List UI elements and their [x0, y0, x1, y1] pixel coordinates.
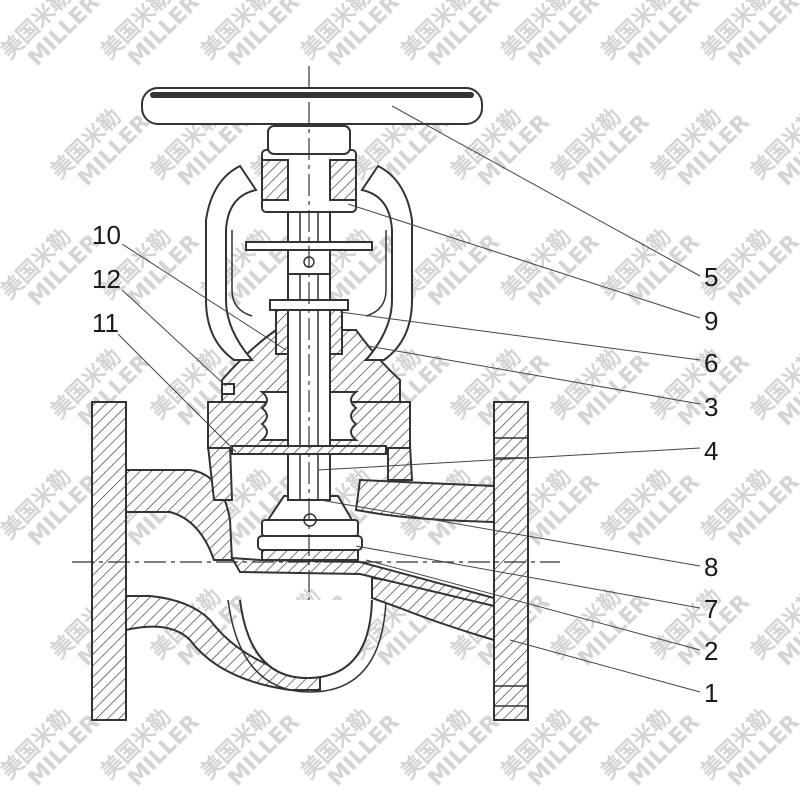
leader-lines: [117, 105, 701, 693]
callout-10: 10: [92, 220, 121, 250]
callout-2: 2: [704, 636, 718, 666]
right-flange: [493, 401, 529, 721]
callout-3: 3: [704, 392, 718, 422]
callout-12: 12: [92, 264, 121, 294]
body-neck-right: [387, 445, 414, 481]
body-bowl: [239, 599, 373, 680]
left-flange: [91, 401, 127, 721]
body-wall-upper-left: [125, 469, 234, 561]
callout-8: 8: [704, 552, 718, 582]
yoke-left-arm: [205, 164, 258, 361]
handwheel: [141, 87, 483, 125]
callout-5: 5: [704, 262, 718, 292]
callout-9: 9: [704, 306, 718, 336]
callout-4: 4: [704, 436, 718, 466]
callout-11: 11: [92, 308, 119, 338]
callout-1: 1: [704, 678, 718, 708]
yoke-right-arm: [360, 164, 413, 361]
valve-body: [91, 401, 529, 721]
callout-7: 7: [704, 594, 718, 624]
callout-labels: 5 9 6 3 4 8 7 2 1 10 12 11: [92, 220, 718, 708]
callout-6: 6: [704, 348, 718, 378]
